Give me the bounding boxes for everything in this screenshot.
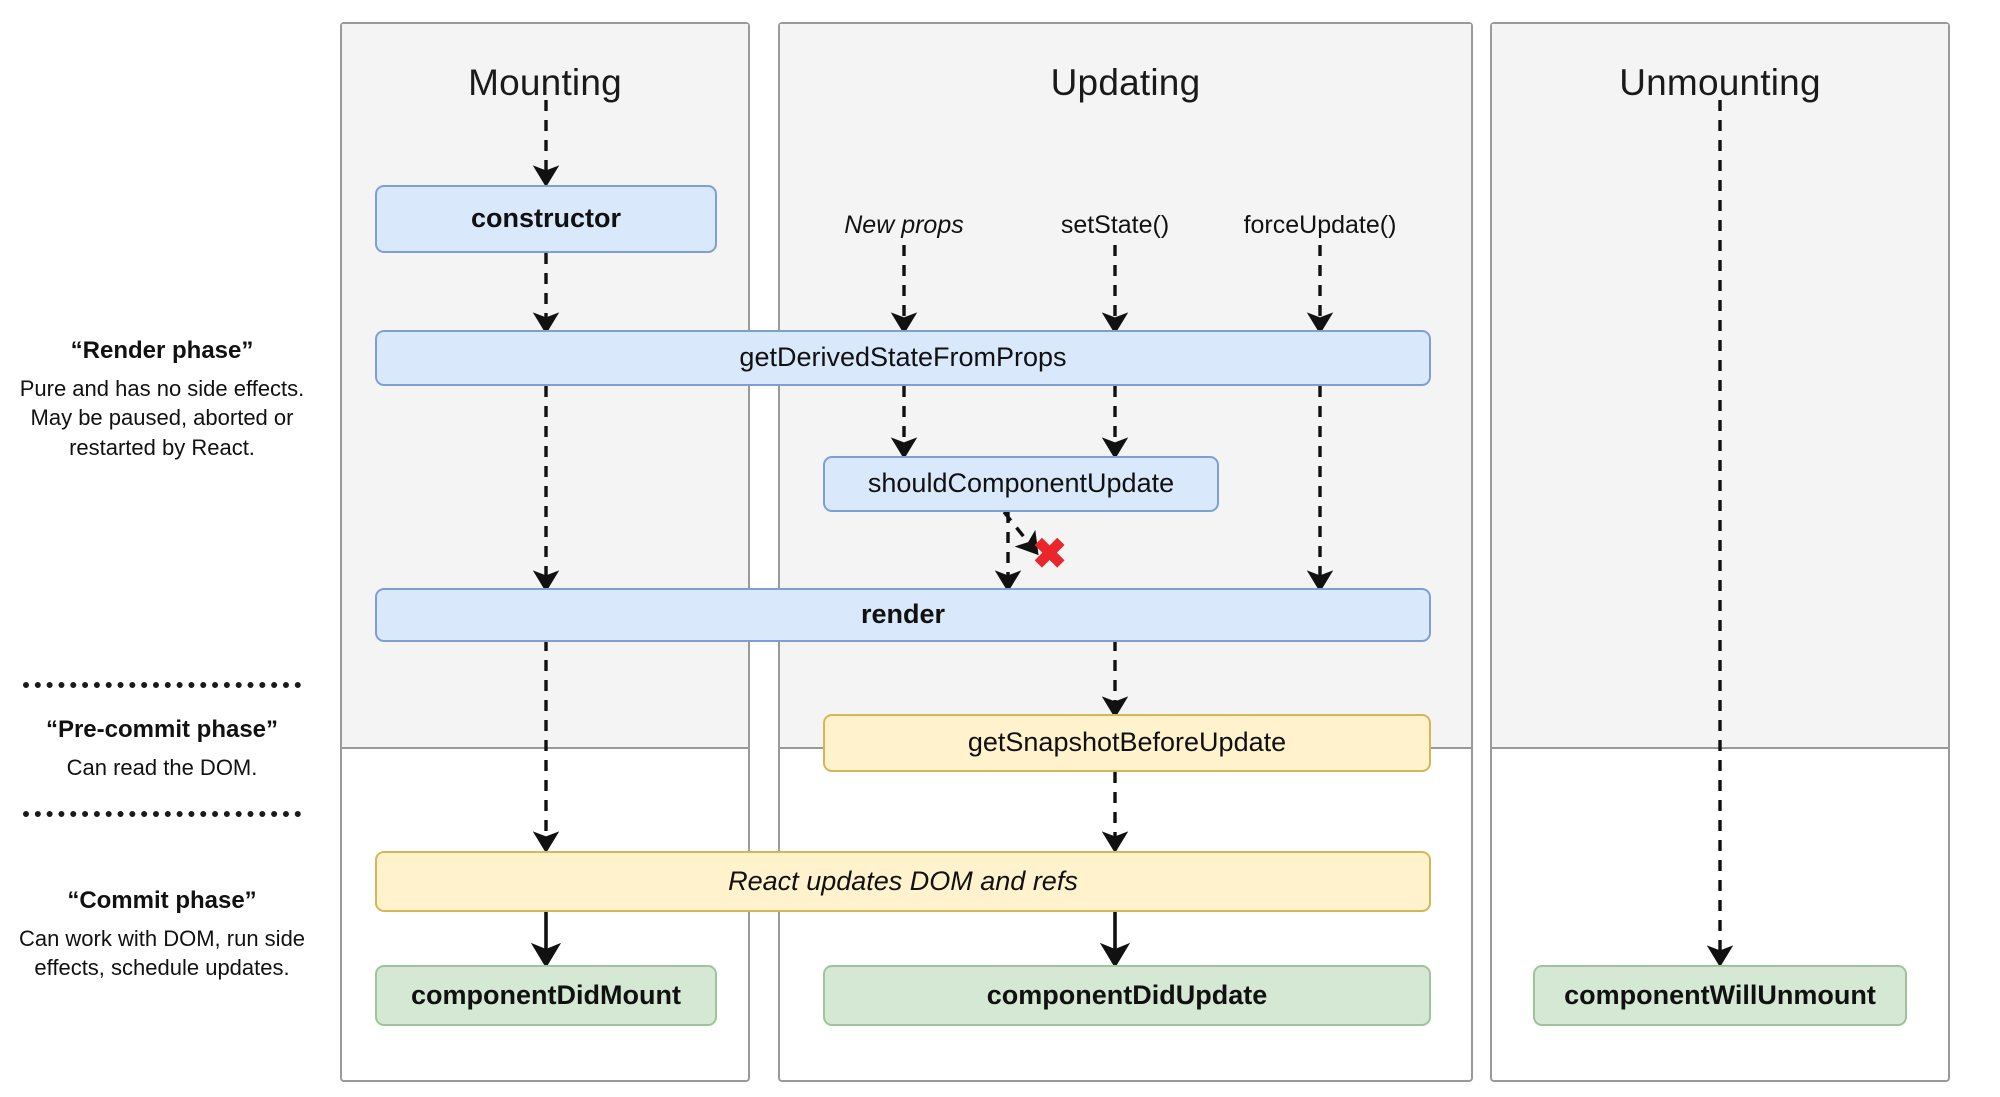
node-component-did-mount[interactable]: componentDidMount [375, 965, 717, 1026]
column-title-mounting: Mounting [468, 62, 622, 103]
node-get-snapshot-before-update-label: getSnapshotBeforeUpdate [967, 727, 1287, 758]
phase-divider-bottom [23, 811, 301, 817]
trigger-label-set-state: setState() [1060, 211, 1170, 239]
node-get-derived-state-from-props-label: getDerivedStateFromProps [739, 342, 1067, 373]
node-constructor[interactable]: constructor [375, 185, 717, 253]
node-react-updates-dom[interactable]: React updates DOM and refs [375, 851, 1431, 912]
phase-legend-render: “Render phase” Pure and has no side effe… [12, 336, 312, 462]
node-component-will-unmount[interactable]: componentWillUnmount [1533, 965, 1907, 1026]
node-component-will-unmount-label: componentWillUnmount [1564, 979, 1876, 1010]
column-title-updating: Updating [1050, 62, 1201, 103]
trigger-label-new-props: New props [844, 211, 964, 239]
phase-legend-pre-commit: “Pre-commit phase” Can read the DOM. [12, 715, 312, 782]
column-panel-unmounting: Unmounting [1490, 22, 1950, 1082]
node-component-did-update[interactable]: componentDidUpdate [823, 965, 1431, 1026]
node-constructor-label: constructor [470, 203, 622, 234]
node-component-did-mount-label: componentDidMount [411, 979, 681, 1010]
phase-legend-commit: “Commit phase” Can work with DOM, run si… [12, 886, 312, 983]
phase-legend-pre-commit-body: Can read the DOM. [66, 755, 258, 780]
node-render[interactable]: render [375, 588, 1431, 642]
node-render-label: render [860, 599, 946, 630]
column-panel-mounting: Mounting [340, 22, 750, 1082]
node-should-component-update-label: shouldComponentUpdate [867, 468, 1175, 499]
column-title-unmounting: Unmounting [1619, 62, 1821, 103]
phase-legend-commit-body: Can work with DOM, run side effects, sch… [18, 926, 306, 981]
unmounting-render-phase-shade [1492, 24, 1948, 749]
skip-update-x-icon: ✖ [1032, 530, 1068, 577]
trigger-label-force-update: forceUpdate() [1243, 211, 1397, 239]
phase-legend-render-title: “Render phase” [70, 337, 254, 364]
node-component-did-update-label: componentDidUpdate [986, 979, 1268, 1010]
phase-legend-render-body: Pure and has no side effects. May be pau… [19, 376, 305, 460]
phase-legend-pre-commit-title: “Pre-commit phase” [45, 716, 279, 743]
node-get-snapshot-before-update[interactable]: getSnapshotBeforeUpdate [823, 714, 1431, 772]
node-react-updates-dom-label: React updates DOM and refs [728, 865, 1078, 896]
column-panel-updating: Updating [778, 22, 1473, 1082]
node-should-component-update[interactable]: shouldComponentUpdate [823, 456, 1219, 512]
phase-divider-top [23, 682, 301, 688]
node-get-derived-state-from-props[interactable]: getDerivedStateFromProps [375, 330, 1431, 386]
phase-legend-commit-title: “Commit phase” [67, 887, 257, 914]
